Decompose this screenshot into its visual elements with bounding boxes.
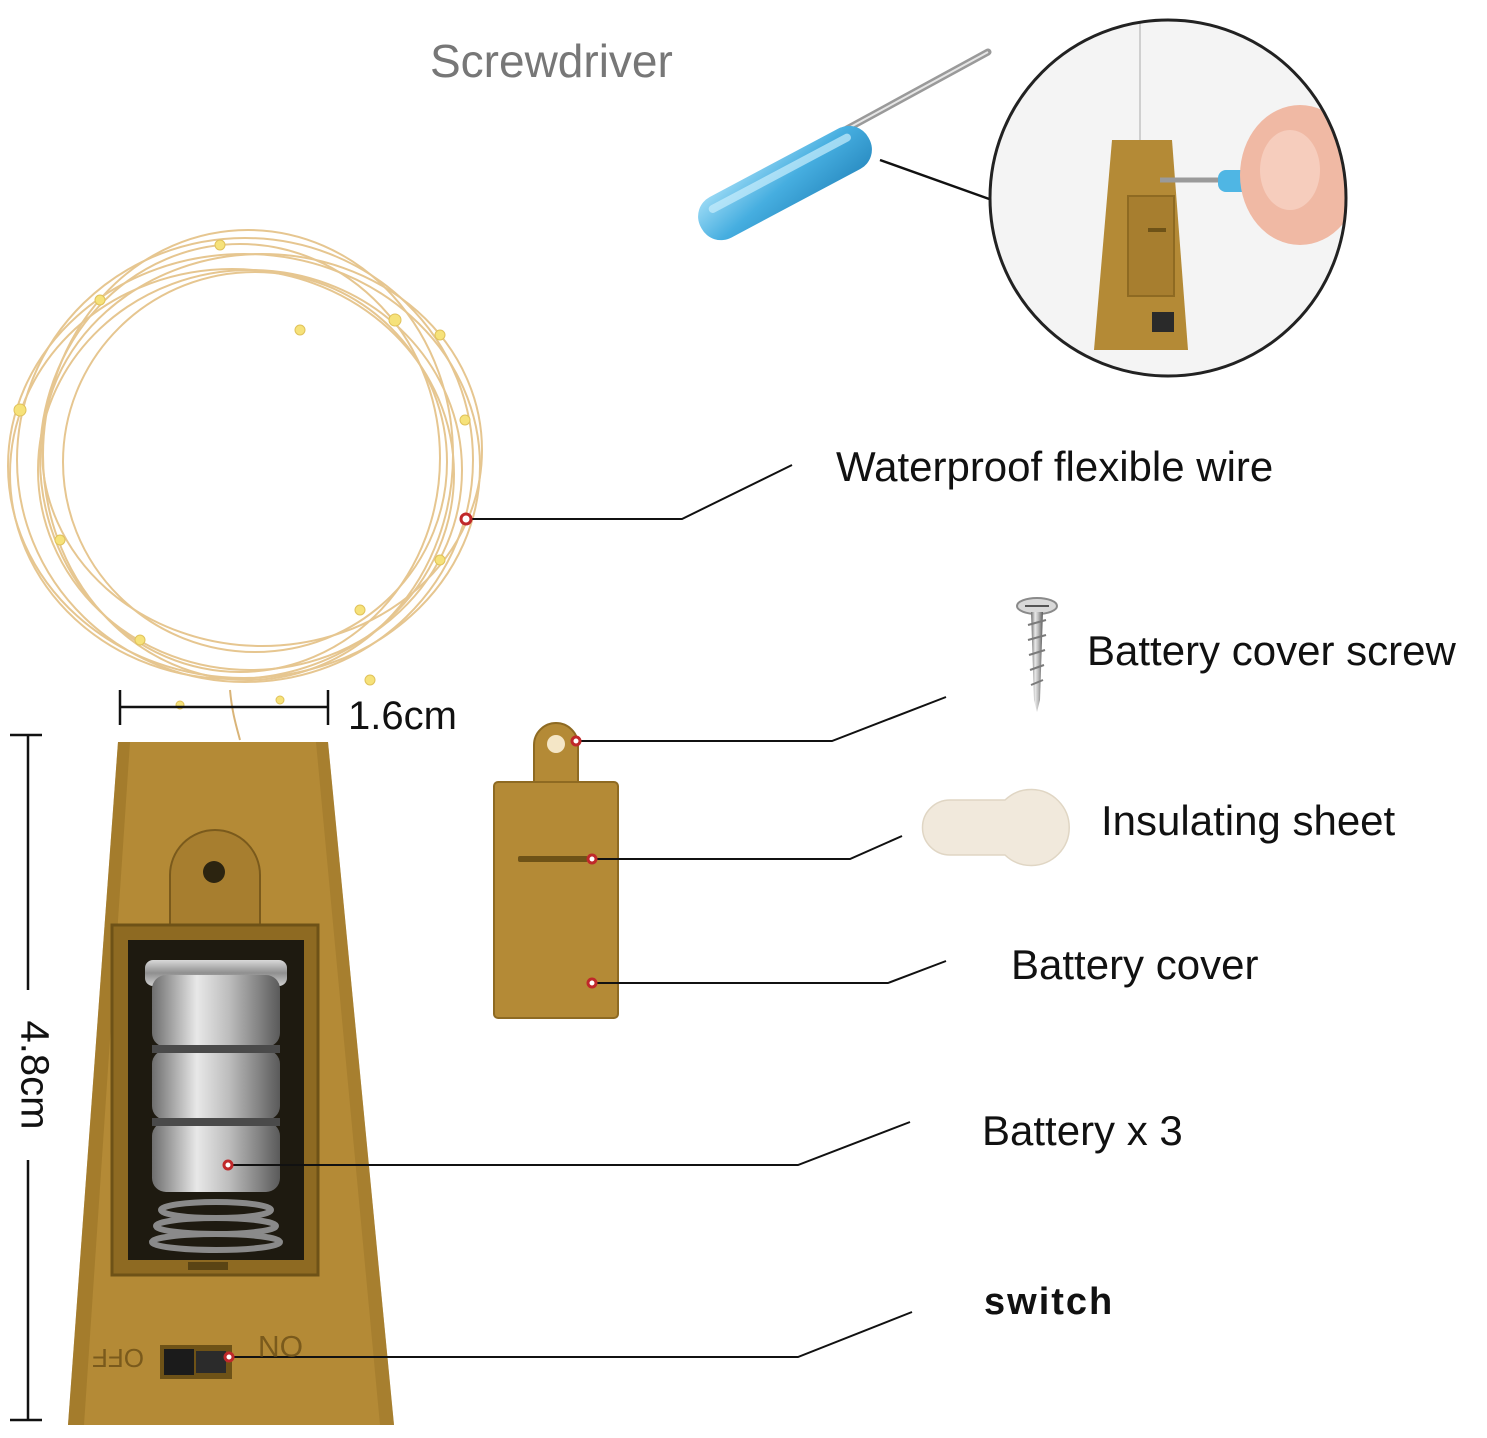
screw-callout-line bbox=[576, 696, 947, 742]
screw-image bbox=[1016, 597, 1058, 712]
led-beads bbox=[13, 239, 471, 710]
battery-label: Battery x 3 bbox=[982, 1107, 1183, 1154]
cork-battery-holder bbox=[68, 742, 394, 1425]
battery-callout-line bbox=[228, 1121, 911, 1166]
callout-lines bbox=[228, 464, 947, 1358]
height-dimension-label: 4.8cm bbox=[12, 1020, 57, 1130]
wire-label: Waterproof flexible wire bbox=[836, 443, 1274, 490]
switch-on-mark: ON bbox=[258, 1329, 303, 1362]
magnifier-callout bbox=[879, 18, 1348, 378]
switch-off-mark: OFF bbox=[92, 1343, 144, 1373]
width-dimension-line bbox=[118, 690, 330, 725]
insulating-sheet-image bbox=[921, 788, 1070, 867]
insulating-sheet-label: Insulating sheet bbox=[1101, 797, 1396, 844]
battery-stack bbox=[145, 960, 287, 1253]
screwdriver-label: Screwdriver bbox=[430, 35, 673, 87]
battery-cover-piece bbox=[493, 722, 619, 1019]
wire-coil bbox=[7, 229, 483, 741]
wire-callout-line bbox=[466, 464, 793, 520]
callout-dots bbox=[222, 512, 598, 1363]
screw-label: Battery cover screw bbox=[1087, 627, 1456, 674]
cover-callout-line bbox=[592, 960, 947, 984]
sheet-callout-line bbox=[592, 835, 903, 860]
switch-slider bbox=[160, 1345, 232, 1379]
battery-cover-label: Battery cover bbox=[1011, 941, 1259, 988]
switch-callout-line bbox=[229, 1311, 913, 1358]
switch-label: switch bbox=[984, 1281, 1115, 1323]
width-dimension-label: 1.6cm bbox=[348, 694, 457, 738]
height-dimension-line bbox=[10, 733, 42, 1422]
screwdriver-image bbox=[698, 48, 992, 241]
